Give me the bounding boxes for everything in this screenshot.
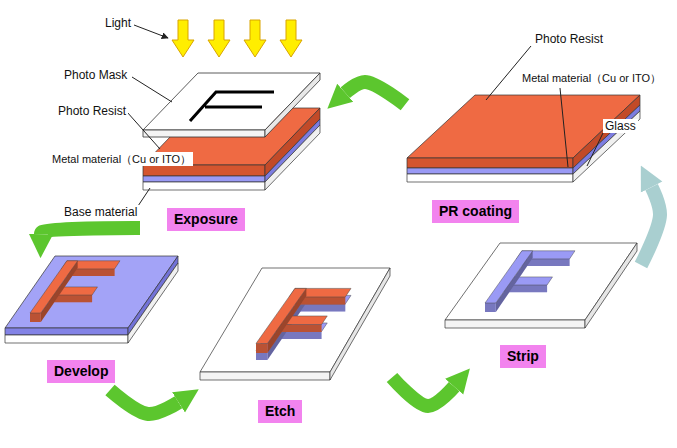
process-stage: Develop: [5, 255, 180, 390]
photo-mask: [143, 130, 265, 137]
develop-plate: [5, 328, 128, 335]
light-arrows: [172, 20, 302, 57]
callout-label: Photo Resist: [56, 104, 128, 118]
leader-line: [127, 25, 603, 206]
leader-line: [560, 88, 568, 167]
callout-label: Glass: [603, 119, 638, 133]
callout-label: Base material: [62, 205, 139, 219]
strip-plate: [445, 320, 585, 328]
strip-plate: [585, 243, 637, 328]
process-arrow: [110, 390, 179, 414]
light-arrows: [280, 20, 302, 57]
light-arrows: [244, 20, 266, 57]
stage-label: PR coating: [432, 200, 519, 223]
strip-plate: [445, 243, 637, 328]
pr-coating-stack: [573, 111, 640, 182]
pr-coating-stack: [407, 95, 640, 182]
pr-coating-stack: [573, 105, 640, 174]
callout-label: Photo Mask: [62, 68, 129, 82]
photo-mask: [143, 73, 320, 137]
leader-line: [132, 77, 172, 102]
leader-line: [134, 25, 168, 38]
metal-pattern: [485, 251, 575, 312]
stage-label: Develop: [47, 360, 115, 383]
process-stage: Etch: [200, 262, 392, 427]
pr-coating-stack: [573, 95, 640, 168]
resist-pattern: [30, 261, 120, 322]
develop-plate: [128, 263, 178, 343]
resist-pattern: [256, 288, 351, 353]
process-stage: Exposure: [140, 60, 325, 235]
callout-label: Metal material（Cu or ITO）: [50, 152, 193, 166]
etch-plate: [200, 268, 390, 380]
process-arrow: [392, 378, 454, 407]
exposure-stack: [143, 165, 265, 176]
exposure-stack: [143, 182, 265, 190]
develop-plate: [128, 256, 178, 335]
photo-mask: [190, 92, 274, 121]
stage-label: Exposure: [167, 208, 245, 231]
process-arrow: [641, 187, 660, 265]
process-arrow: [345, 82, 405, 105]
photo-mask: [265, 73, 320, 137]
leader-line: [587, 133, 603, 166]
etch-plate: [330, 268, 390, 380]
etch-plate: [200, 372, 330, 380]
process-stage: PR coating: [405, 88, 645, 228]
leader-line: [138, 188, 150, 206]
develop-plate: [5, 335, 128, 343]
process-arrow: [41, 228, 140, 234]
leader-line: [127, 112, 160, 149]
light-arrows: [172, 20, 194, 57]
pr-coating-stack: [407, 168, 573, 174]
callout-label: Metal material（Cu or ITO）: [520, 71, 663, 85]
process-stage: Strip: [443, 238, 641, 373]
exposure-stack: [143, 176, 265, 182]
stage-label: Etch: [258, 400, 302, 423]
develop-plate: [5, 256, 178, 328]
strip-plate: [445, 243, 637, 320]
process-arrows: [41, 82, 660, 414]
pr-coating-stack: [407, 158, 573, 168]
develop-plate: [5, 256, 178, 343]
pr-coating-stack: [407, 174, 573, 182]
stage-label: Strip: [500, 345, 546, 368]
callout-label: Photo Resist: [533, 32, 605, 46]
callout-label: Light: [103, 16, 133, 30]
light-arrows: [208, 20, 230, 57]
exposure-stack: [265, 125, 320, 190]
